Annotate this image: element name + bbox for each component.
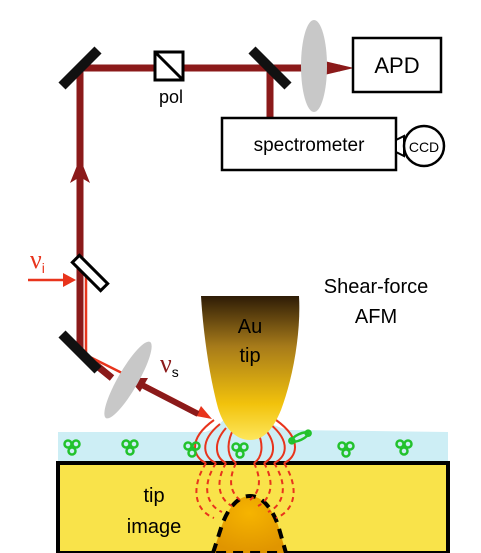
spectrometer-box	[220, 116, 398, 172]
tip-label-line2: tip	[239, 345, 260, 367]
ccd-label: CCD	[409, 139, 439, 155]
tip-incident-arrowhead	[196, 406, 212, 419]
shear-force-label-line2: AFM	[355, 306, 397, 328]
lens-apd	[301, 20, 327, 112]
tip-image	[210, 493, 289, 553]
beam-up-arrow	[70, 158, 90, 183]
lens-objective	[104, 341, 152, 419]
mirror-bottom-left	[58, 330, 102, 374]
tip-image-label-line2: image	[127, 516, 181, 538]
scattered-arrow	[136, 380, 200, 417]
au-tip	[201, 296, 300, 440]
apd-label: APD	[374, 53, 419, 78]
incident-arrowhead	[63, 273, 76, 287]
nu-s-label: νs	[160, 349, 179, 380]
ccd-connector	[395, 134, 405, 158]
molecules	[63, 429, 413, 459]
tip-image-label-line1: tip	[143, 485, 164, 507]
shear-force-label-line1: Shear-force	[324, 276, 429, 298]
tip-label-line1: Au	[238, 316, 262, 338]
beamsplitter	[70, 253, 110, 293]
mirror-top-right	[248, 46, 292, 90]
mirror-top-left	[58, 46, 102, 90]
ccd-body	[402, 124, 446, 168]
pol-label: pol	[159, 87, 183, 107]
apd-box	[351, 36, 443, 94]
polarizer	[153, 50, 185, 82]
apd-arrowhead	[320, 60, 354, 76]
mirrors	[58, 46, 292, 374]
spectrometer-label: spectrometer	[254, 135, 366, 156]
nu-i-label: νi	[30, 245, 45, 276]
